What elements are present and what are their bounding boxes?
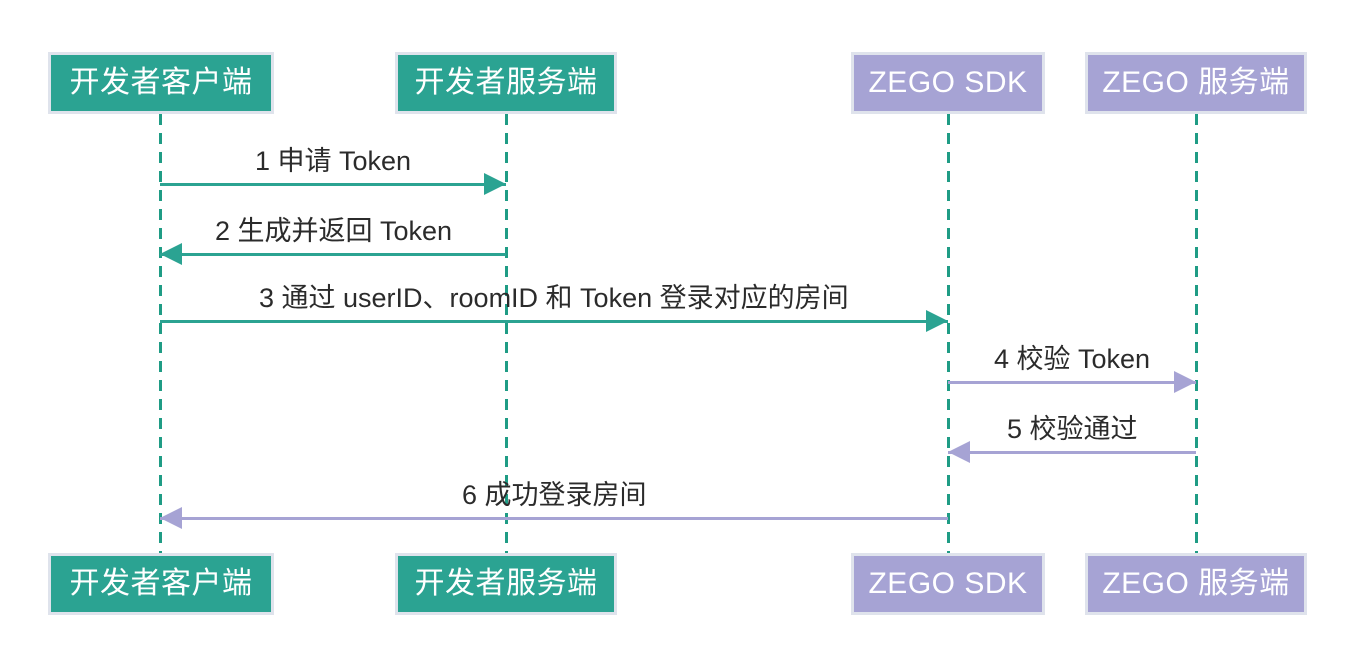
message-line-6 — [160, 517, 948, 520]
participant-label: ZEGO SDK — [868, 66, 1028, 99]
participant-top-dev-server[interactable]: 开发者服务端 — [395, 52, 617, 114]
participant-label: ZEGO SDK — [868, 567, 1028, 600]
participant-bottom-dev-server[interactable]: 开发者服务端 — [395, 553, 617, 615]
message-label-1: 1 申请 Token — [255, 146, 412, 176]
lifeline-zego-server — [1195, 114, 1198, 553]
message-arrowhead-2 — [160, 243, 182, 265]
participant-label: ZEGO 服务端 — [1102, 66, 1290, 99]
message-arrowhead-6 — [160, 507, 182, 529]
message-line-5 — [948, 451, 1196, 454]
lifeline-dev-server — [505, 114, 508, 553]
participant-label: 开发者客户端 — [69, 567, 253, 600]
participant-bottom-zego-sdk[interactable]: ZEGO SDK — [851, 553, 1045, 615]
participant-bottom-zego-server[interactable]: ZEGO 服务端 — [1085, 553, 1307, 615]
participant-label: 开发者服务端 — [414, 66, 598, 99]
message-arrowhead-1 — [484, 173, 506, 195]
participant-label: 开发者服务端 — [414, 567, 598, 600]
lifeline-zego-sdk — [947, 114, 950, 553]
participant-top-zego-server[interactable]: ZEGO 服务端 — [1085, 52, 1307, 114]
participant-bottom-dev-client[interactable]: 开发者客户端 — [48, 553, 274, 615]
message-line-3 — [160, 320, 948, 323]
message-label-3: 3 通过 userID、roomID 和 Token 登录对应的房间 — [259, 283, 849, 313]
message-label-5: 5 校验通过 — [1007, 414, 1138, 444]
message-arrowhead-3 — [926, 310, 948, 332]
participant-label: ZEGO 服务端 — [1102, 567, 1290, 600]
message-line-2 — [160, 253, 506, 256]
participant-label: 开发者客户端 — [69, 66, 253, 99]
participant-top-zego-sdk[interactable]: ZEGO SDK — [851, 52, 1045, 114]
message-arrowhead-5 — [948, 441, 970, 463]
message-arrowhead-4 — [1174, 371, 1196, 393]
message-label-2: 2 生成并返回 Token — [215, 216, 453, 246]
message-label-4: 4 校验 Token — [994, 344, 1151, 374]
message-line-1 — [160, 183, 506, 186]
lifeline-dev-client — [159, 114, 162, 553]
message-label-6: 6 成功登录房间 — [462, 480, 647, 510]
participant-top-dev-client[interactable]: 开发者客户端 — [48, 52, 274, 114]
message-line-4 — [948, 381, 1196, 384]
